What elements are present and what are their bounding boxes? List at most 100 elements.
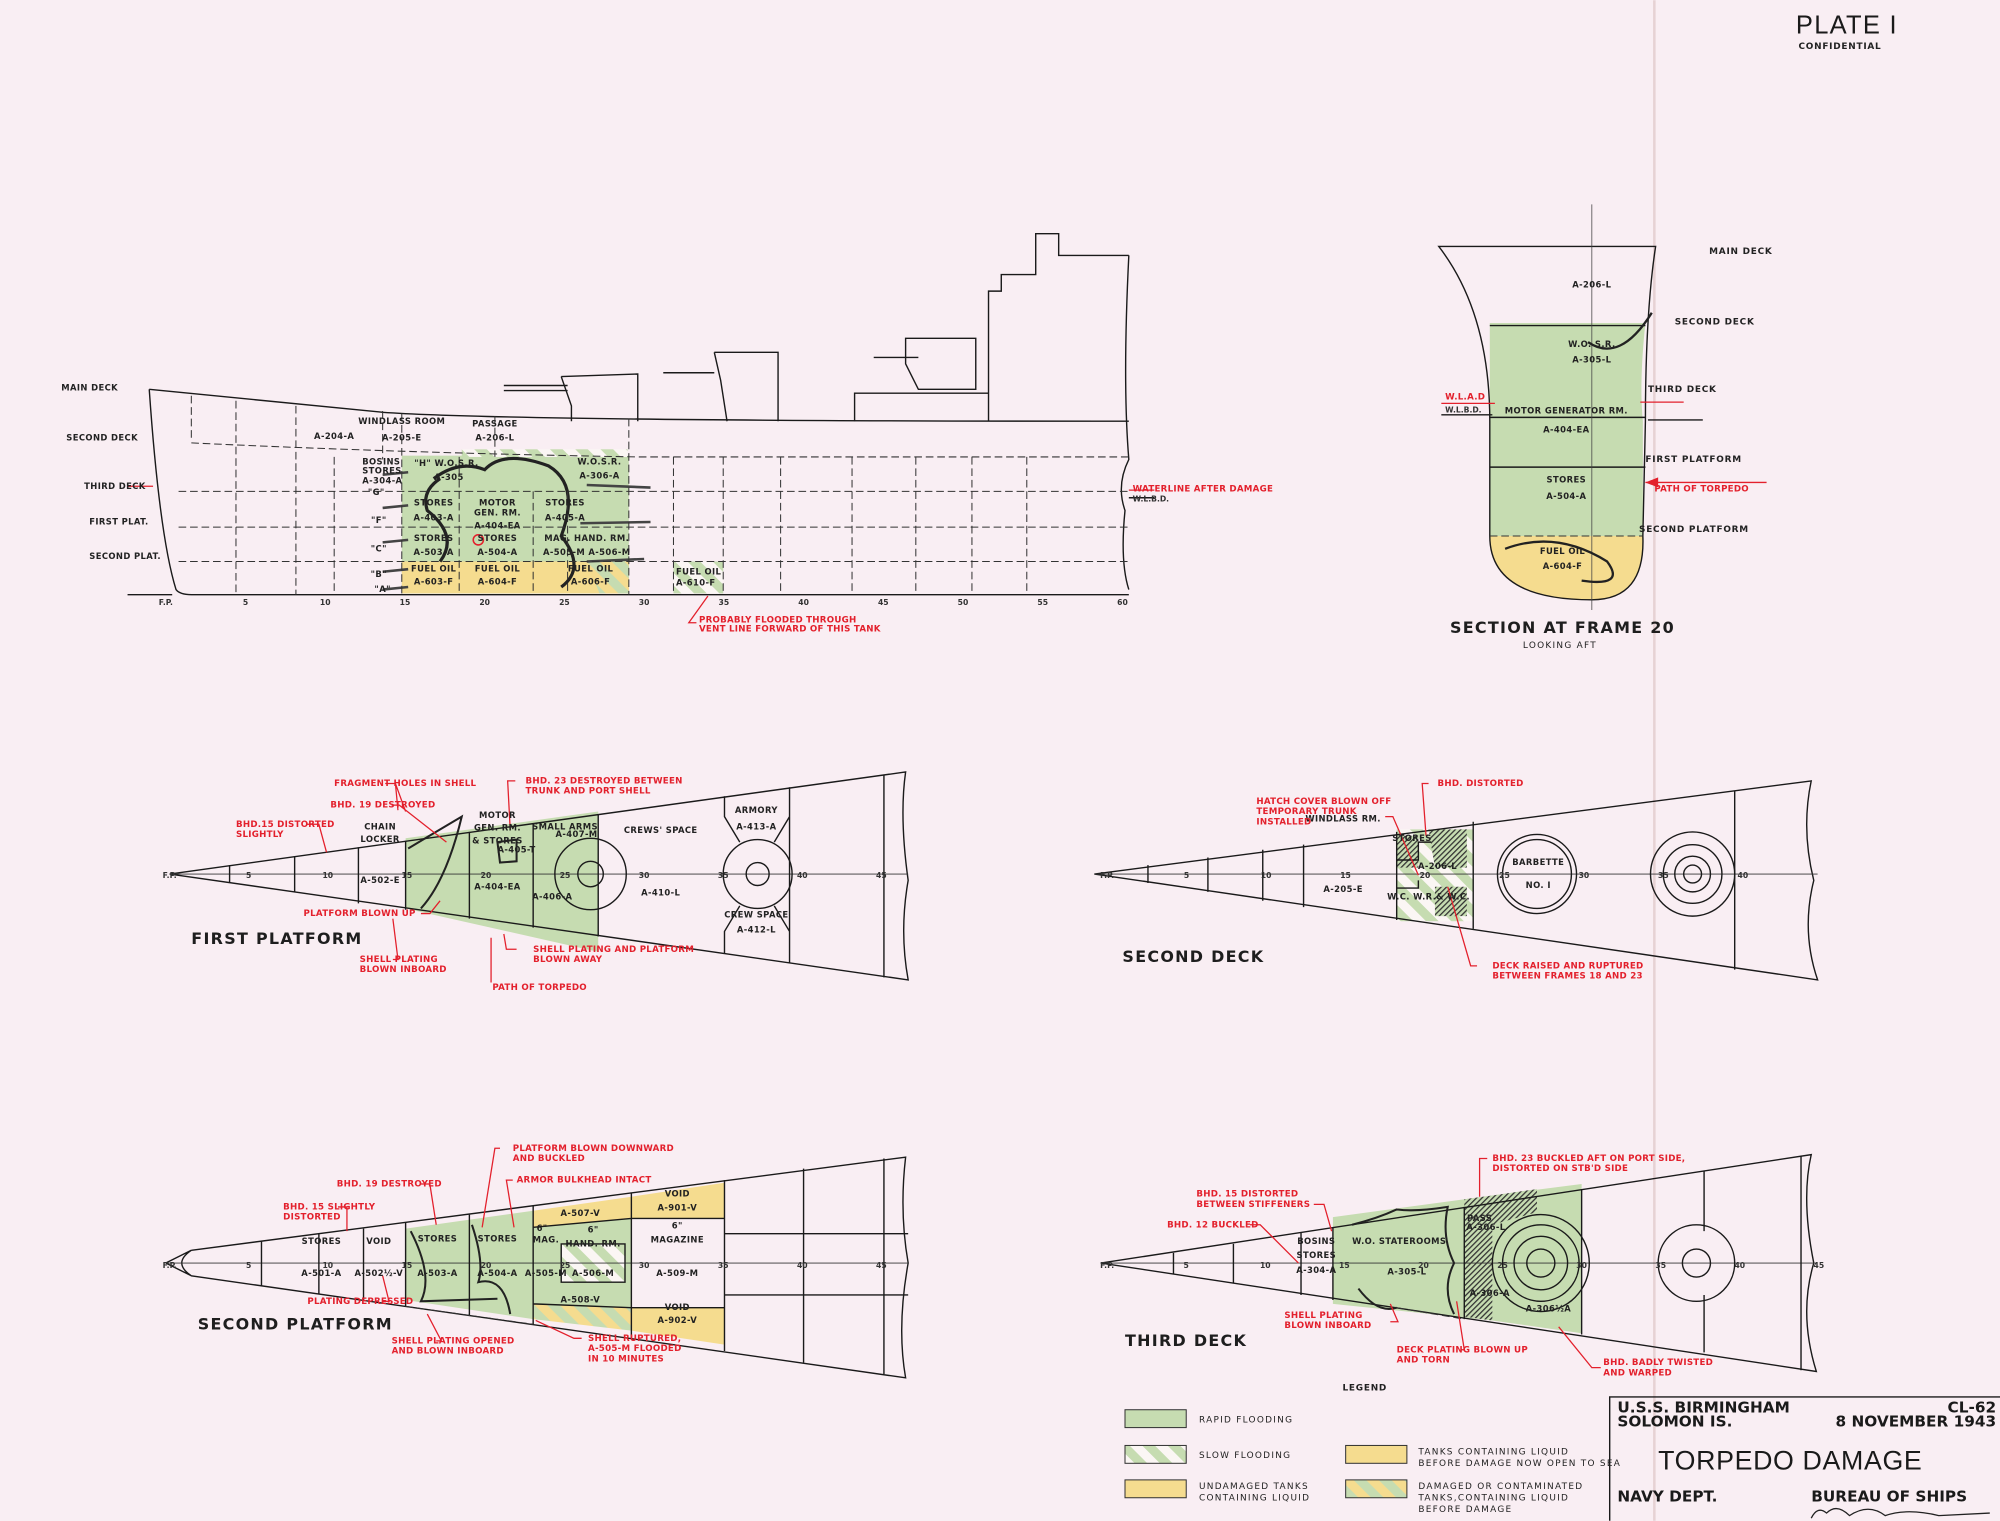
legend-label-undamaged-tanks: CONTAINING LIQUID xyxy=(1199,1493,1310,1503)
room-label: A-901-V xyxy=(657,1203,697,1213)
room-label: BOSINS xyxy=(1297,1236,1335,1246)
title-block xyxy=(1608,1396,2000,1521)
note-shell-plating-inboard: SHELL PLATING xyxy=(360,955,438,965)
drawing-title: TORPEDO DAMAGE xyxy=(1658,1446,1922,1476)
room-label: A-604-F xyxy=(478,576,517,586)
frame-label: 35 xyxy=(719,598,730,607)
room-label: A-305-L xyxy=(1387,1267,1426,1277)
room-label: A-501-A xyxy=(301,1268,341,1278)
frame-label: 45 xyxy=(1814,1261,1825,1270)
frame-label: 30 xyxy=(639,1261,650,1270)
frame-label: 40 xyxy=(797,871,808,880)
room-label: CHAIN xyxy=(364,821,396,831)
room-label: NO. I xyxy=(1526,880,1551,890)
hull-number: CL-62 xyxy=(1948,1398,1997,1416)
frame-label: 35 xyxy=(718,871,729,880)
room-label: A-504-A xyxy=(1546,491,1586,501)
frame-label: F.P. xyxy=(1100,871,1114,880)
note-bhd-23: BHD. 23 BUCKLED AFT ON PORT SIDE, xyxy=(1492,1154,1685,1164)
damage-date: 8 NOVEMBER 1943 xyxy=(1836,1412,1997,1430)
room-label: WINDLASS RM. xyxy=(1305,814,1381,824)
room-label: A-404-EA xyxy=(1543,425,1589,435)
room-label: A-405-T xyxy=(497,844,535,854)
note-shell-ruptured: IN 10 MINUTES xyxy=(588,1354,664,1364)
deck-label-main: MAIN DECK xyxy=(61,383,118,393)
note-bhd-19: BHD. 19 DESTROYED xyxy=(337,1180,442,1190)
frame-label: F.P. xyxy=(1100,1261,1114,1270)
deck-label-second-plat: SECOND PLAT. xyxy=(89,551,161,561)
frame-label: 60 xyxy=(1117,598,1128,607)
room-label: MOTOR xyxy=(479,810,516,820)
bureau-of-ships: BUREAU OF SHIPS xyxy=(1811,1488,1967,1506)
waterline-after-damage-label: WATERLINE AFTER DAMAGE xyxy=(1133,484,1274,494)
frame-label: 45 xyxy=(878,598,889,607)
frame-label: 15 xyxy=(1340,871,1351,880)
room-label: A-502½-V xyxy=(354,1268,403,1278)
frame-label: 10 xyxy=(322,1261,333,1270)
room-label: A-412-L xyxy=(737,925,776,935)
frame-label: 5 xyxy=(243,598,248,607)
room-label: FUEL OIL xyxy=(411,564,457,574)
note-bhd-distorted: BHD. DISTORTED xyxy=(1438,779,1524,789)
inboard-profile xyxy=(127,233,1155,624)
legend-swatch-undamaged-tanks xyxy=(1124,1479,1187,1499)
note-bhd-23: DISTORTED ON STB'D SIDE xyxy=(1492,1164,1628,1174)
second-platform-plan xyxy=(165,1147,909,1379)
section-deck-second-platform: SECOND PLATFORM xyxy=(1639,525,1749,535)
room-label: STORES xyxy=(1392,833,1432,843)
room-label: & STORES xyxy=(472,835,523,845)
room-label: PASSAGE xyxy=(472,418,517,428)
room-label: STORES xyxy=(478,1233,518,1243)
room-label: A-604-F xyxy=(1543,561,1582,571)
note-fuel-oil-610: PROBABLY FLOODED THROUGH xyxy=(699,616,857,626)
frame-label: F.P. xyxy=(163,871,177,880)
room-label: ARMORY xyxy=(735,805,778,815)
note-bhd-15: BHD. 15 SLIGHTLY xyxy=(283,1202,376,1212)
frame-label: 5 xyxy=(1184,871,1189,880)
deck-label-third: THIRD DECK xyxy=(84,481,146,491)
note-hatch-cover: INSTALLED xyxy=(1256,817,1311,827)
note-path-of-torpedo: PATH OF TORPEDO xyxy=(492,983,587,993)
wlbd-label: W.L.B.D. xyxy=(1133,495,1170,504)
room-label: STORES xyxy=(418,1233,458,1243)
note-shell-plating-inboard: BLOWN INBOARD xyxy=(1284,1321,1371,1331)
room-label: A-410-L xyxy=(641,888,680,898)
frame-label: 40 xyxy=(1738,871,1749,880)
legend-title: LEGEND xyxy=(1342,1384,1387,1394)
second-deck-title: SECOND DECK xyxy=(1122,947,1264,966)
room-label: W.C. W.R.& W.C. xyxy=(1387,892,1470,902)
third-deck-title: THIRD DECK xyxy=(1125,1331,1247,1350)
room-label: A-206-L xyxy=(1572,279,1611,289)
note-bhd-15: DISTORTED xyxy=(283,1213,340,1223)
note-bhd-twisted: BHD. BADLY TWISTED xyxy=(1603,1358,1713,1368)
room-label: MOTOR xyxy=(479,497,516,507)
frame-label: 30 xyxy=(639,598,650,607)
frame-letter: "F" xyxy=(371,515,387,525)
frame-label: 5 xyxy=(246,1261,251,1270)
note-bhd-15: BHD. 15 DISTORTED xyxy=(1196,1190,1298,1200)
legend-label-undamaged-tanks: UNDAMAGED TANKS xyxy=(1199,1482,1309,1492)
room-label: FUEL OIL xyxy=(1540,546,1586,556)
frame-label: 15 xyxy=(400,598,411,607)
room-label: A-503-A xyxy=(417,1268,457,1278)
second-platform-title: SECOND PLATFORM xyxy=(198,1314,393,1333)
frame-label: 35 xyxy=(718,1261,729,1270)
room-label: FUEL OIL xyxy=(475,564,521,574)
room-label: STORES xyxy=(1547,474,1587,484)
frame-label: 5 xyxy=(1184,1261,1189,1270)
room-label: A-403-A xyxy=(414,513,454,523)
frame-label: 20 xyxy=(481,871,492,880)
wlad-label: W.L.A.D xyxy=(1445,393,1485,403)
frame-letter: "G" xyxy=(368,487,385,497)
room-label: A-205-E xyxy=(382,432,421,442)
room-label: A-504-A xyxy=(477,547,517,557)
ship-name: U.S.S. BIRMINGHAM xyxy=(1617,1398,1789,1416)
room-label: 6" xyxy=(672,1221,683,1231)
frame-label: F.P. xyxy=(159,598,173,607)
room-label: BARBETTE xyxy=(1512,857,1564,867)
frame-label: 35 xyxy=(1655,1261,1666,1270)
frame-letter: "A" xyxy=(374,584,390,594)
room-label: A-405-A xyxy=(545,513,585,523)
section-deck-first-platform: FIRST PLATFORM xyxy=(1645,455,1741,465)
